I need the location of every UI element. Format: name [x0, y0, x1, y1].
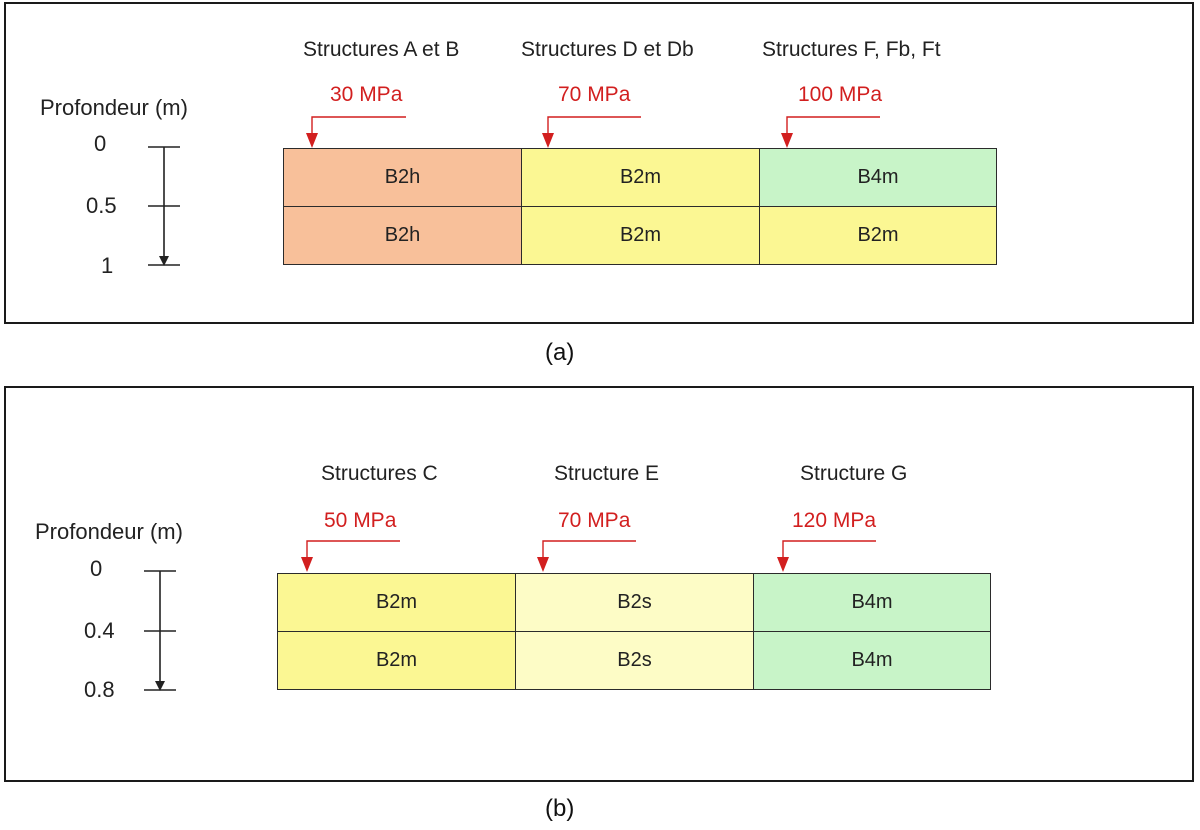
depth-tick-label: 0.8 — [84, 677, 115, 702]
layer-cell: B2m — [277, 573, 516, 632]
depth-tick-label: 1 — [101, 253, 114, 278]
layer-cell: B2m — [759, 206, 997, 265]
pressure-label: 50 MPa — [324, 509, 397, 532]
depth-axis-title: Profondeur (m) — [40, 95, 188, 120]
depth-tick-label: 0 — [90, 556, 103, 581]
structure-header: Structures D et Db — [521, 38, 694, 61]
depth-axis — [148, 146, 180, 266]
pressure-label: 30 MPa — [330, 83, 403, 106]
layer-cell: B2h — [283, 206, 522, 265]
layer-cell: B2s — [515, 573, 754, 632]
panel-caption: (b) — [545, 795, 575, 822]
structure-header: Structure E — [554, 462, 660, 485]
panel-caption: (a) — [545, 339, 575, 366]
layer-cell: B4m — [753, 631, 991, 690]
layer-cell: B2m — [521, 206, 760, 265]
layer-cell: B2s — [515, 631, 754, 690]
pressure-label: 70 MPa — [558, 83, 631, 106]
pressure-arrow — [301, 540, 400, 572]
depth-tick-label: 0.4 — [84, 618, 115, 643]
layer-cell: B2m — [277, 631, 516, 690]
pressure-label: 70 MPa — [558, 509, 631, 532]
structure-header: Structures A et B — [303, 38, 460, 61]
layer-cell: B2m — [521, 148, 760, 207]
pressure-arrow — [537, 540, 636, 572]
pressure-arrow — [781, 116, 880, 148]
layer-cell: B4m — [759, 148, 997, 207]
pressure-arrow — [306, 116, 406, 148]
pressure-label: 120 MPa — [792, 509, 877, 532]
pressure-arrow — [777, 540, 876, 572]
pressure-label: 100 MPa — [798, 83, 883, 106]
depth-tick-label: 0 — [94, 131, 107, 156]
depth-tick-label: 0.5 — [86, 193, 117, 218]
structure-header: Structures F, Fb, Ft — [762, 38, 941, 61]
pressure-arrow — [542, 116, 641, 148]
depth-axis-title: Profondeur (m) — [35, 519, 183, 544]
structure-header: Structure G — [800, 462, 908, 485]
structure-header: Structures C — [321, 462, 438, 485]
depth-axis — [144, 570, 176, 691]
